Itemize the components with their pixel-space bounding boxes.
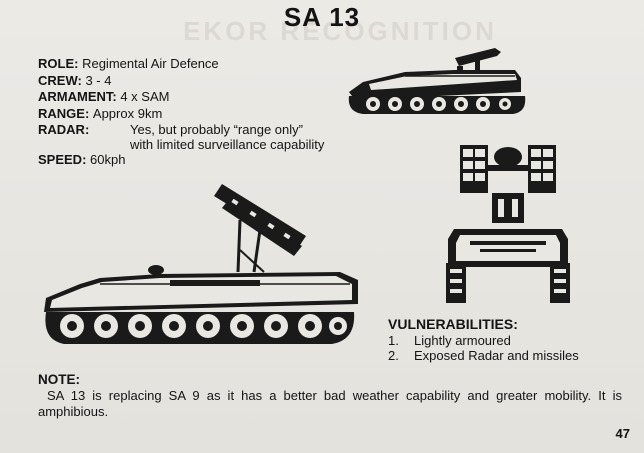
- vehicle-front-view: [446, 145, 570, 303]
- spec-radar-line1: Yes, but probably “range only”: [130, 122, 303, 137]
- vehicle-side-view-small: [348, 48, 526, 114]
- specs-block: ROLE: Regimental Air Defence CREW: 3 - 4…: [38, 56, 378, 169]
- spec-range-label: RANGE:: [38, 105, 90, 121]
- spec-role-label: ROLE:: [38, 56, 79, 71]
- spec-crew-label: CREW:: [38, 72, 82, 88]
- spec-armament-value: 4 x SAM: [120, 89, 170, 104]
- vulnerability-item: 2. Exposed Radar and missiles: [388, 348, 628, 364]
- spec-armament: ARMAMENT: 4 x SAM: [38, 89, 378, 106]
- note-title: NOTE:: [38, 372, 80, 387]
- note-block: NOTE: SA 13 is replacing SA 9 as it has …: [38, 372, 622, 420]
- spec-crew-value: 3 - 4: [85, 72, 112, 88]
- spec-role: ROLE: Regimental Air Defence: [38, 56, 378, 73]
- spec-radar-line2: with limited surveillance capability: [130, 137, 325, 152]
- spec-speed-value: 60kph: [90, 152, 126, 167]
- spec-range: RANGE: Approx 9km: [38, 106, 378, 123]
- vulnerability-num: 1.: [388, 332, 399, 348]
- page-number: 47: [615, 426, 630, 441]
- vulnerability-num: 2.: [388, 348, 399, 363]
- vulnerability-item: 1. Lightly armoured: [388, 333, 628, 349]
- spec-radar-value: Yes, but probably “range only” with limi…: [130, 122, 324, 152]
- page-title: SA 13: [283, 2, 361, 32]
- vehicle-side-view-large: [44, 184, 358, 344]
- note-text: SA 13 is replacing SA 9 as it has a bett…: [38, 388, 622, 419]
- spec-role-value: Regimental Air Defence: [82, 56, 219, 71]
- bleed-through-text: EKOR RECOGNITION: [183, 16, 497, 46]
- vulnerability-text: Lightly armoured: [414, 332, 511, 348]
- spec-crew: CREW: 3 - 4: [38, 73, 378, 90]
- vulnerabilities-block: VULNERABILITIES: 1. Lightly armoured 2. …: [388, 316, 628, 364]
- spec-armament-label: ARMAMENT:: [38, 89, 117, 104]
- spec-radar-label: RADAR:: [38, 122, 90, 137]
- vulnerability-text: Exposed Radar and missiles: [414, 348, 579, 363]
- spec-speed: SPEED: 60kph: [38, 152, 378, 169]
- spec-radar: RADAR: Yes, but probably “range only” wi…: [38, 122, 378, 152]
- spec-speed-label: SPEED:: [38, 152, 87, 167]
- vulnerabilities-title: VULNERABILITIES:: [388, 316, 518, 332]
- spec-range-value: Approx 9km: [92, 105, 163, 121]
